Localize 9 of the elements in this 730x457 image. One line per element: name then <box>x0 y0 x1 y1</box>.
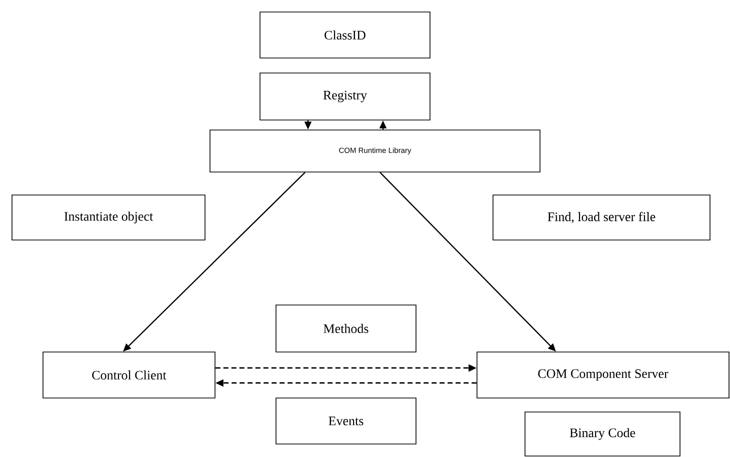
text-box: Events <box>276 398 416 444</box>
text-box: Instantiate object <box>12 194 206 240</box>
text-box: ClassID <box>260 12 430 58</box>
text-box: Binary Code <box>524 412 680 456</box>
text-box: Registry <box>260 72 430 120</box>
text-box: Methods <box>276 304 416 352</box>
text-box: Find, load server file <box>492 194 710 240</box>
text-box: Control Client <box>42 352 216 398</box>
text-box: COM Component Server <box>476 352 730 398</box>
